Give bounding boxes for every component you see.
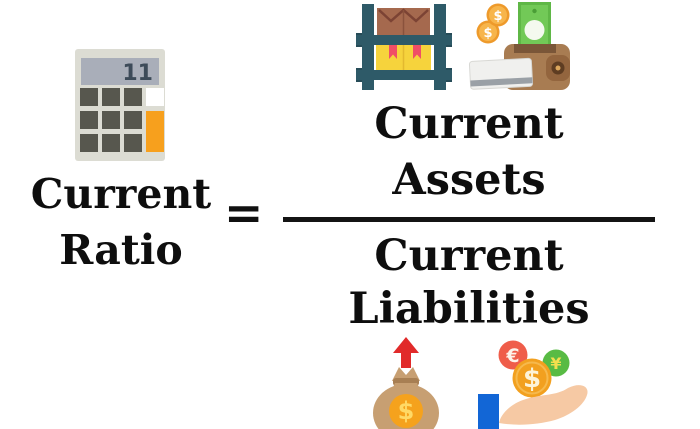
equals-sign: = [224,186,264,241]
euro-coin: € [498,340,528,370]
up-arrow-icon [393,337,419,368]
calculator-icon: 11 [75,49,165,161]
dollar-coin: $ [512,358,552,398]
calculator-keys [80,88,142,152]
dollar-symbol: $ [493,9,502,24]
hand-coins-icon: € ¥ $ [478,340,588,429]
denominator-label: Current Liabilities [348,231,590,334]
calculator-key-orange [146,111,164,152]
wallet-cash-icon: $ $ [468,2,570,90]
ribbon-right [413,45,421,59]
yen-symbol: ¥ [550,354,561,373]
calculator-screen [81,58,159,85]
dollar-symbol: $ [483,26,492,41]
numerator-label: Current Assets [374,99,564,205]
inventory-shelf-icon [356,4,452,90]
open-hand [499,385,588,425]
dollar-coins: $ $ [476,3,510,44]
dollar-symbol: $ [523,364,541,394]
ribbon-left [389,45,397,59]
ratio-label: Current Ratio [30,170,212,274]
fraction-bar [283,217,655,222]
shelf-post-left [362,4,374,90]
euro-symbol: € [505,345,519,367]
shelf-post-right [434,4,446,90]
shelf-bar-middle [356,35,452,45]
sleeve [478,394,499,429]
money-bag: $ [373,367,439,429]
dollar-symbol: $ [398,397,415,425]
credit-card [468,57,534,90]
calculator-display: 11 [122,61,153,86]
money-bag-icon: $ [373,337,439,429]
shelf-bar-bottom [356,70,452,80]
calculator-key-white [146,88,164,106]
